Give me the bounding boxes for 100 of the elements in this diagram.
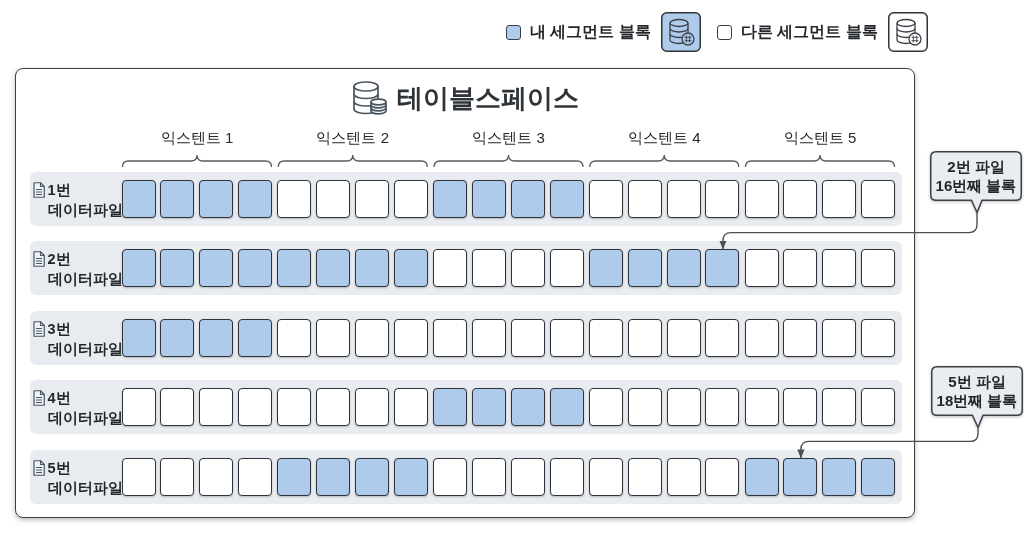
block xyxy=(588,318,623,357)
block xyxy=(627,318,662,357)
block xyxy=(588,179,623,218)
block xyxy=(355,457,390,496)
row-label: 5번 데이터파일 xyxy=(47,458,120,498)
block xyxy=(510,249,545,288)
block xyxy=(705,457,740,496)
heading: 테이블스페이스 xyxy=(396,81,579,114)
block xyxy=(627,179,662,218)
block xyxy=(355,249,390,288)
block xyxy=(355,388,390,427)
block xyxy=(316,388,351,427)
block xyxy=(471,249,506,288)
block xyxy=(822,388,857,427)
datafile-row xyxy=(29,310,902,365)
block xyxy=(316,249,351,288)
block xyxy=(277,318,312,357)
legend-label: 다른 세그먼트 블록 xyxy=(741,22,878,42)
leader-line xyxy=(719,212,978,251)
block xyxy=(238,318,273,357)
block xyxy=(822,457,857,496)
block xyxy=(160,457,195,496)
block xyxy=(744,318,779,357)
extent-label: 익스텐트 1 xyxy=(160,128,234,148)
block xyxy=(471,388,506,427)
block xyxy=(705,318,740,357)
row-label: 1번 데이터파일 xyxy=(47,180,120,220)
block xyxy=(861,388,896,427)
block xyxy=(744,249,779,288)
block xyxy=(666,388,701,427)
block xyxy=(355,179,390,218)
callout-text: 2번 파일 16번째 블록 xyxy=(934,157,1018,195)
block xyxy=(238,179,273,218)
callout-text: 5번 파일 18번째 블록 xyxy=(935,372,1019,410)
block xyxy=(783,249,818,288)
row-label: 3번 데이터파일 xyxy=(47,319,120,359)
block xyxy=(783,388,818,427)
block xyxy=(666,249,701,288)
extent-label: 익스텐트 3 xyxy=(472,128,545,148)
block xyxy=(549,457,584,496)
block xyxy=(433,318,467,357)
block xyxy=(627,457,662,496)
block xyxy=(433,179,467,218)
callout-bubble xyxy=(931,366,1023,428)
extent-label: 익스텐트 5 xyxy=(783,128,857,148)
block xyxy=(121,388,156,427)
block xyxy=(316,318,351,357)
row-label: 2번 데이터파일 xyxy=(47,250,120,290)
block xyxy=(121,179,156,218)
block xyxy=(160,179,195,218)
block xyxy=(666,318,701,357)
block xyxy=(705,179,740,218)
row-label: 4번 데이터파일 xyxy=(47,389,120,429)
block xyxy=(783,318,818,357)
block xyxy=(510,179,545,218)
block xyxy=(549,388,584,427)
block xyxy=(355,318,390,357)
block xyxy=(160,318,195,357)
block xyxy=(471,318,506,357)
block xyxy=(277,388,312,427)
block xyxy=(277,457,312,496)
block xyxy=(588,388,623,427)
block xyxy=(316,457,351,496)
block xyxy=(627,249,662,288)
block xyxy=(121,318,156,357)
block xyxy=(783,179,818,218)
block xyxy=(549,318,584,357)
block xyxy=(199,318,234,357)
block xyxy=(471,179,506,218)
block xyxy=(393,179,428,218)
legend-label: 내 세그먼트 블록 xyxy=(530,22,651,42)
block xyxy=(666,457,701,496)
datafile-row xyxy=(29,449,902,504)
block xyxy=(588,249,623,288)
block xyxy=(160,388,195,427)
block xyxy=(861,249,896,288)
block xyxy=(433,388,467,427)
block xyxy=(510,388,545,427)
block xyxy=(277,179,312,218)
block xyxy=(588,457,623,496)
block xyxy=(666,179,701,218)
block xyxy=(627,388,662,427)
block xyxy=(861,318,896,357)
block xyxy=(199,179,234,218)
block xyxy=(393,318,428,357)
block xyxy=(471,457,506,496)
block xyxy=(238,388,273,427)
block xyxy=(121,249,156,288)
block xyxy=(433,249,467,288)
block xyxy=(744,388,779,427)
block xyxy=(822,249,857,288)
block xyxy=(549,249,584,288)
datafile-row xyxy=(29,241,902,296)
block xyxy=(238,457,273,496)
leader-line xyxy=(797,427,979,460)
block xyxy=(199,457,234,496)
tablespace-box xyxy=(15,68,915,518)
block xyxy=(393,388,428,427)
extent-label: 익스텐트 2 xyxy=(316,128,389,148)
block xyxy=(199,388,234,427)
